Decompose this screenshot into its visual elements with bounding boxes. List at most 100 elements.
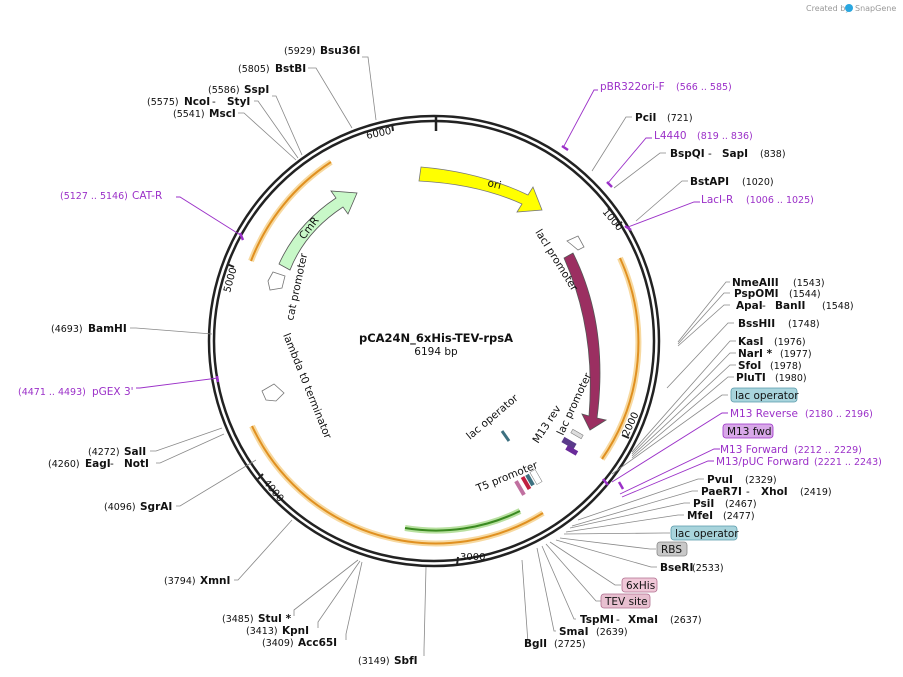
site-bsu36i[interactable]: (5929) Bsu36I — [284, 45, 360, 57]
tag-rbs[interactable]: RBS — [656, 541, 688, 557]
tag-label: TEV site — [604, 596, 648, 608]
site-position: (2637) — [670, 615, 702, 626]
primer-range: (2180 .. 2196) — [805, 409, 873, 420]
primer-cat-r[interactable]: (5127 .. 5146) CAT-R — [60, 190, 162, 202]
site-stui[interactable]: (3485) StuI * — [222, 613, 292, 625]
site-name: SmaI — [559, 626, 589, 638]
site-bsshii[interactable]: BssHII (1748) — [738, 318, 820, 330]
site-sspi[interactable]: (5586) SspI — [208, 84, 269, 96]
primer-m13-forward[interactable]: M13 Forward (2212 .. 2229) — [720, 444, 862, 456]
site-nari[interactable]: NarI * (1977) — [738, 348, 812, 360]
orf-arc-inner — [404, 510, 521, 532]
tag-lac-operator-1[interactable]: lac operator — [730, 387, 799, 403]
site-sfoi[interactable]: SfoI (1978) — [738, 360, 802, 372]
site-bgli[interactable]: BglI (2725) — [524, 638, 586, 650]
site-name-2: XmaI — [628, 614, 658, 626]
site-pvui[interactable]: PvuI (2329) — [707, 474, 777, 486]
site-bseri[interactable]: BseRI (2533) — [660, 562, 724, 574]
site-xmni[interactable]: (3794) XmnI — [164, 575, 230, 587]
cat-promoter-arrow[interactable] — [267, 271, 286, 291]
site-name: NmeAIII — [732, 277, 779, 289]
primer-pbr322ori-f[interactable]: pBR322ori-F (566 .. 585) — [600, 81, 732, 93]
primer-m13-puc-forward[interactable]: M13/pUC Forward (2221 .. 2243) — [716, 456, 882, 468]
primer-range: (5127 .. 5146) — [60, 191, 128, 202]
site-position: (4096) — [104, 502, 136, 513]
site-mfei[interactable]: MfeI (2477) — [687, 510, 755, 522]
site-position: (5805) — [238, 64, 270, 75]
backbone-outer-ring — [207, 114, 661, 568]
site-name: SbfI — [394, 655, 418, 667]
site-bstbi[interactable]: (5805) BstBI — [238, 63, 306, 75]
restriction-sites: (5929) Bsu36I (5805) BstBI (5586) SspI (… — [48, 45, 854, 667]
site-name: TspMI — [580, 614, 614, 626]
site-position: (2467) — [725, 499, 757, 510]
primer-range: (2212 .. 2229) — [794, 445, 862, 456]
site-name: BglI — [524, 638, 547, 650]
site-sbfi[interactable]: (3149) SbfI — [358, 655, 418, 667]
lambda-t0-terminator-label: lambda t0 terminator — [280, 332, 334, 442]
site-bspqi-sapi[interactable]: BspQI - SapI (838) — [670, 148, 786, 160]
primer-pgex-3[interactable]: (4471 .. 4493) pGEX 3' — [18, 386, 134, 398]
site-position: (1978) — [770, 361, 802, 372]
site-leaders — [130, 56, 736, 656]
site-name: BstBI — [275, 63, 306, 75]
tag-lac-operator-2[interactable]: lac operator — [670, 525, 739, 541]
site-msci[interactable]: (5541) MscI — [173, 108, 236, 120]
site-name-2: NotI — [124, 458, 149, 470]
site-smai[interactable]: SmaI (2639) — [559, 626, 628, 638]
primer-l4440[interactable]: L4440 (819 .. 836) — [654, 130, 753, 142]
site-pluti[interactable]: PluTI (1980) — [736, 372, 807, 384]
site-sali[interactable]: (4272) SalI — [88, 446, 146, 458]
primer-name: M13 Reverse — [730, 408, 798, 420]
site-bstapi[interactable]: BstAPI (1020) — [690, 176, 774, 188]
site-eagi-noti[interactable]: (4260) EagI - NotI — [48, 458, 149, 470]
site-pcii[interactable]: PciI (721) — [635, 112, 693, 124]
site-position: (3485) — [222, 614, 254, 625]
site-name: SfoI — [738, 360, 761, 372]
site-acc65i[interactable]: (3409) Acc65I — [262, 637, 337, 649]
lac-promoter-cluster[interactable] — [561, 428, 584, 456]
primer-name: CAT-R — [132, 190, 162, 202]
site-nmeaiii[interactable]: NmeAIII (1543) — [732, 277, 825, 289]
site-apai-banii[interactable]: ApaI - BanII (1548) — [736, 300, 854, 312]
site-kpni[interactable]: (3413) KpnI — [246, 625, 309, 637]
t5-promoter-cluster[interactable] — [514, 469, 543, 496]
site-name: SgrAI — [140, 501, 172, 513]
site-name: KpnI — [282, 625, 309, 637]
site-separator: - — [212, 96, 216, 108]
primer-name: L4440 — [654, 130, 687, 142]
orf-arc-laci — [601, 257, 640, 460]
primer-range: (4471 .. 4493) — [18, 387, 86, 398]
site-tspmi-xmai[interactable]: TspMI - XmaI (2637) — [580, 614, 702, 626]
laci-feature-arrow[interactable] — [563, 252, 608, 431]
site-kasi[interactable]: KasI (1976) — [738, 336, 806, 348]
site-name-2: SapI — [722, 148, 748, 160]
site-name: BstAPI — [690, 176, 729, 188]
site-position: (3413) — [246, 626, 278, 637]
laci-promoter-arrow[interactable] — [566, 235, 585, 251]
ori-feature-arrow[interactable] — [418, 166, 543, 213]
site-position: (2419) — [800, 487, 832, 498]
tag-tev-site[interactable]: TEV site — [600, 593, 651, 609]
site-bamhi[interactable]: (4693) BamHI — [51, 323, 127, 335]
tick-label-6000: 6000 — [365, 126, 392, 142]
site-sgrai[interactable]: (4096) SgrAI — [104, 501, 172, 513]
cmr-feature-arrow[interactable] — [278, 190, 358, 271]
primer-laci-r[interactable]: LacI-R (1006 .. 1025) — [701, 194, 814, 206]
orf-arc-rpsa — [251, 425, 544, 545]
site-separator: - — [616, 614, 620, 626]
site-ncoi-styi[interactable]: (5575) NcoI - StyI — [147, 96, 250, 108]
lac-operator-inner-mark[interactable] — [500, 430, 511, 442]
site-position: (1544) — [789, 289, 821, 300]
tag-6xhis[interactable]: 6xHis — [621, 577, 658, 593]
tick-label-1000: 1000 — [600, 207, 625, 234]
site-paer7i-xhoi[interactable]: PaeR7I - XhoI (2419) — [701, 486, 832, 498]
tag-m13-fwd[interactable]: M13 fwd — [722, 423, 774, 439]
site-name: Bsu36I — [320, 45, 360, 57]
site-name: MfeI — [687, 510, 713, 522]
lambda-t0-terminator-arrow[interactable] — [261, 383, 285, 402]
site-psii[interactable]: PsiI (2467) — [693, 498, 757, 510]
site-pspomi[interactable]: PspOMI (1544) — [734, 288, 821, 300]
primer-m13-reverse[interactable]: M13 Reverse (2180 .. 2196) — [730, 408, 873, 420]
